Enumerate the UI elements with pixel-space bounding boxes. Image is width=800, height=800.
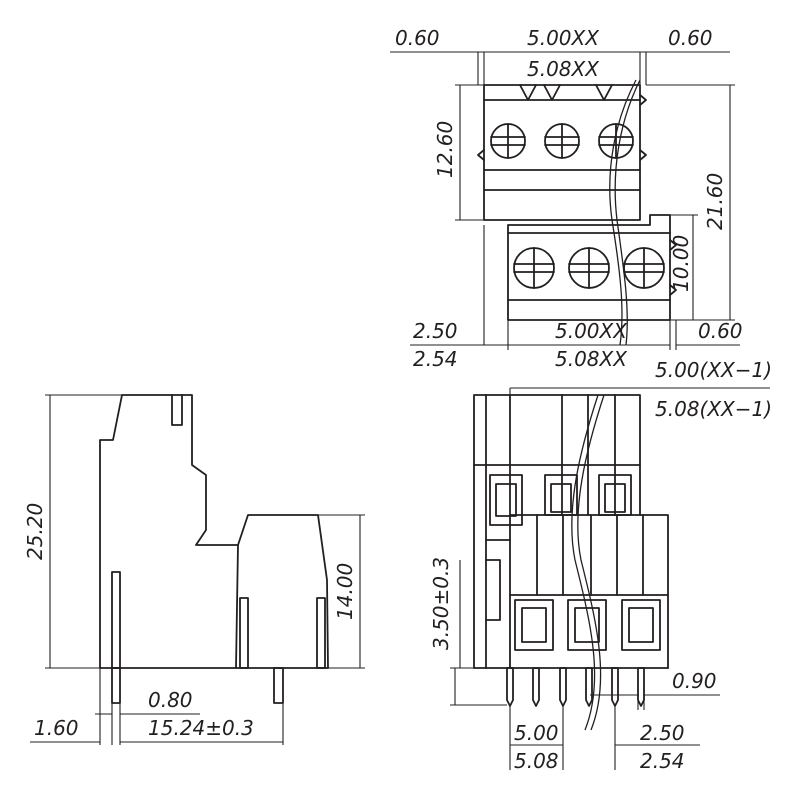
dim-pin-spacing: 15.24±0.3 bbox=[148, 716, 254, 740]
break-line-front-2 bbox=[577, 394, 605, 731]
dim-lower-pitch-a: 5.00XX bbox=[555, 319, 628, 343]
dim-span-b: 5.08(XX−1) bbox=[655, 397, 772, 421]
dim-front-half-pitch-b: 2.54 bbox=[640, 749, 685, 773]
side-view: 25.20 14.00 0.80 1.60 15.24±0.3 bbox=[23, 394, 365, 745]
dim-total-height: 21.60 bbox=[703, 173, 727, 230]
front-view: 5.00(XX−1) 5.08(XX−1) 3.50±0.3 0.90 5.00… bbox=[429, 358, 772, 773]
dim-lower-pitch-b: 5.08XX bbox=[555, 347, 628, 371]
upper-screw-2-icon bbox=[544, 123, 580, 159]
dim-lower-height: 10.00 bbox=[669, 235, 693, 292]
upper-block-outline bbox=[477, 84, 647, 221]
dim-pitch-b: 5.08XX bbox=[527, 57, 600, 81]
dim-front-half-pitch-a: 2.50 bbox=[640, 721, 685, 745]
dim-pin-width: 0.80 bbox=[148, 688, 193, 712]
dim-right-margin: 0.60 bbox=[668, 26, 713, 50]
dim-front-pitch-a: 5.00 bbox=[514, 721, 559, 745]
dim-side-lower-height: 14.00 bbox=[333, 563, 357, 620]
top-dimension-lines bbox=[390, 51, 740, 350]
dim-span-a: 5.00(XX−1) bbox=[655, 358, 772, 382]
break-line-top bbox=[609, 79, 637, 346]
dim-lower-right: 0.60 bbox=[698, 319, 743, 343]
break-line-front bbox=[571, 394, 599, 731]
dim-pin-thickness: 0.90 bbox=[672, 669, 717, 693]
lower-screw-2-icon bbox=[568, 247, 610, 289]
dim-lower-offset-b: 2.54 bbox=[413, 347, 458, 371]
dim-side-height: 25.20 bbox=[23, 503, 47, 560]
dim-left-margin: 0.60 bbox=[395, 26, 440, 50]
dim-pin-length: 3.50±0.3 bbox=[429, 557, 453, 650]
break-line-top-2 bbox=[614, 79, 641, 346]
front-outline bbox=[473, 394, 669, 707]
lower-screw-3-icon bbox=[623, 247, 665, 289]
top-view: 0.60 5.00XX 5.08XX 0.60 12.60 21.60 10.0… bbox=[390, 26, 743, 371]
upper-screw-1-icon bbox=[490, 123, 526, 159]
dim-front-pitch-b: 5.08 bbox=[514, 749, 559, 773]
side-dimension-lines bbox=[30, 394, 365, 745]
dim-pin-offset: 1.60 bbox=[34, 716, 79, 740]
dim-upper-height: 12.60 bbox=[433, 121, 457, 178]
side-profile-outline bbox=[99, 394, 329, 704]
front-dimension-lines bbox=[450, 387, 770, 770]
dim-lower-offset-a: 2.50 bbox=[413, 319, 458, 343]
upper-screw-3-icon bbox=[598, 123, 634, 159]
dim-pitch-a: 5.00XX bbox=[527, 26, 600, 50]
lower-screw-1-icon bbox=[513, 247, 555, 289]
